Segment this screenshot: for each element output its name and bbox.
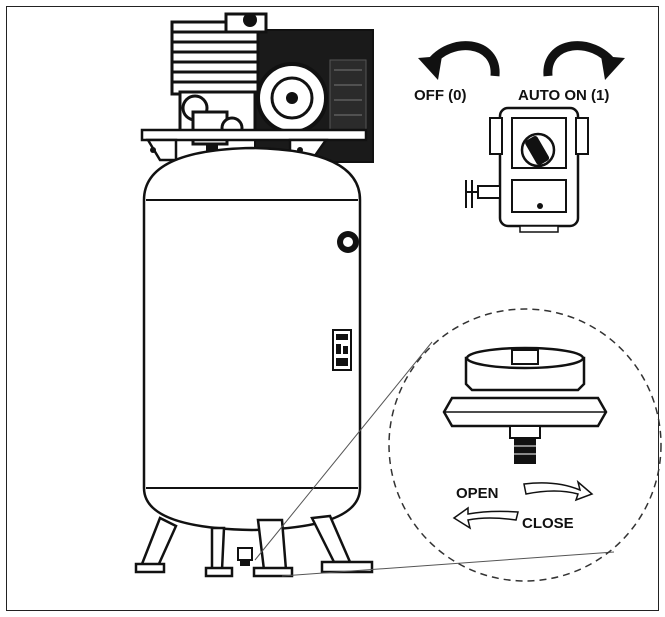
auto-on-arrow-icon (543, 41, 617, 77)
magnifier-circle (388, 308, 662, 582)
drain-detail-callout (254, 308, 662, 582)
switch-detail (418, 41, 625, 233)
drain-valve (237, 547, 253, 566)
close-label: CLOSE (522, 515, 574, 532)
open-label: OPEN (456, 485, 499, 502)
air-tank (142, 146, 362, 532)
off-arrow-icon (426, 41, 500, 77)
drain-valve-stem (514, 438, 536, 464)
open-arrow-icon (523, 479, 594, 502)
close-arrow-icon (452, 506, 519, 530)
tank-legs (134, 514, 374, 578)
off-label: OFF (0) (414, 87, 467, 104)
auto-on-label: AUTO ON (1) (518, 87, 609, 104)
